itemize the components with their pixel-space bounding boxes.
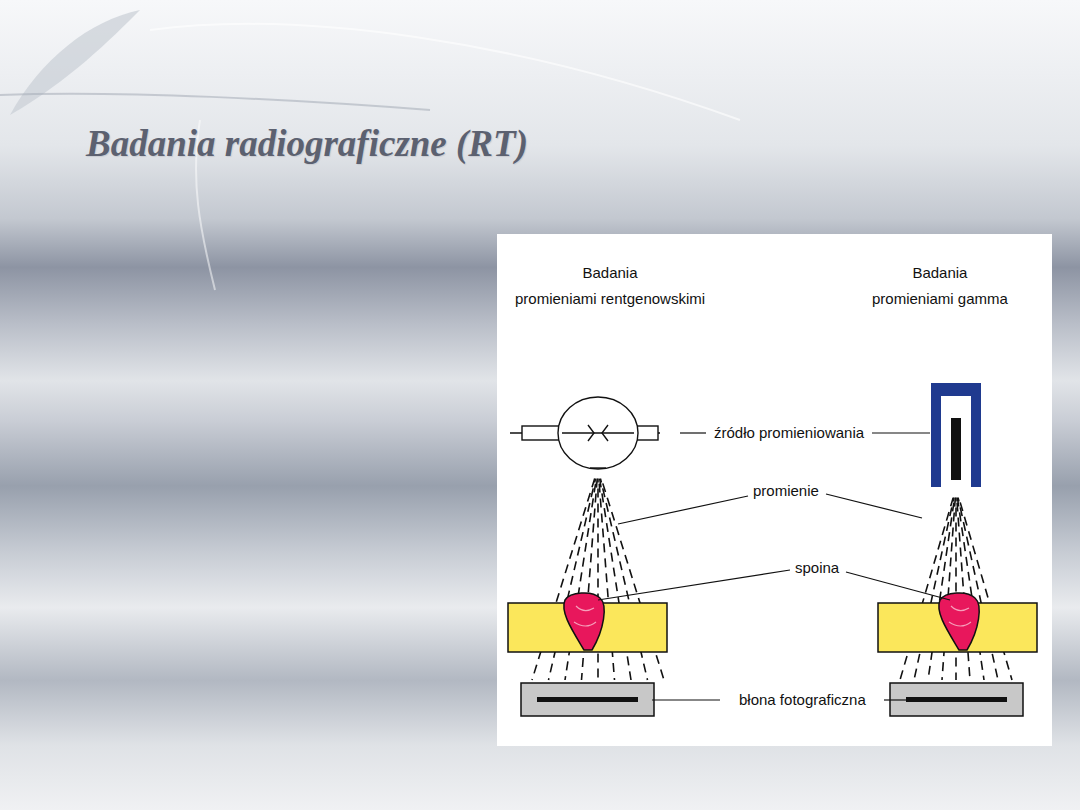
x-ray-tube bbox=[510, 397, 660, 469]
column-heading: Badania promieniami gamma bbox=[869, 260, 1011, 313]
slide-title: Badania radiograficzne (RT) bbox=[86, 122, 528, 165]
callout-label: błona fotograficzna bbox=[736, 691, 869, 709]
figure-panel bbox=[497, 234, 1052, 746]
callout-label: promienie bbox=[750, 482, 822, 500]
column-heading: Badania promieniami rentgenowskimi bbox=[512, 260, 708, 313]
callout-label: źródło promieniowania bbox=[711, 424, 867, 442]
leader-lines bbox=[598, 433, 950, 700]
gamma-source bbox=[931, 383, 981, 487]
photographic-film bbox=[521, 683, 1023, 716]
weld-plates bbox=[508, 593, 1037, 652]
callout-label: spoina bbox=[792, 559, 842, 577]
